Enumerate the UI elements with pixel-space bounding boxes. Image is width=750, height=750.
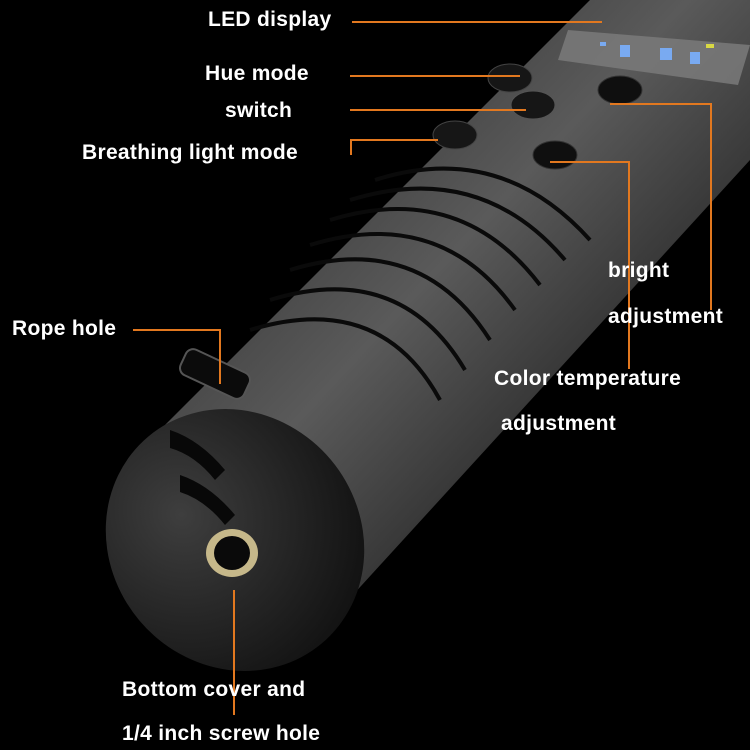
label-switch: switch	[225, 99, 293, 122]
leader-rope-hole-h	[133, 329, 221, 331]
leader-bright-h	[610, 103, 712, 105]
leader-switch	[350, 109, 526, 111]
label-bottom-line1: Bottom cover and	[122, 678, 306, 701]
leader-led-display	[352, 21, 602, 23]
label-bright-line2: adjustment	[608, 305, 724, 328]
label-bright-line1: bright	[608, 259, 670, 282]
label-rope-hole: Rope hole	[12, 317, 117, 340]
leader-color-temp-h	[550, 161, 630, 163]
label-breathing-light-mode: Breathing light mode	[82, 141, 298, 164]
label-color-temp-line2: adjustment	[501, 412, 617, 435]
label-color-temp-line1: Color temperature	[494, 367, 682, 390]
leader-color-temp-v	[628, 161, 630, 369]
label-hue-mode: Hue mode	[205, 62, 309, 85]
leader-bottom	[233, 590, 235, 715]
leader-hue-mode	[350, 75, 520, 77]
label-bottom-line2: 1/4 inch screw hole	[122, 722, 321, 745]
leader-rope-hole-v	[219, 329, 221, 384]
leader-breathing-v	[350, 139, 352, 155]
leader-bright-v	[710, 103, 712, 310]
label-led-display: LED display	[208, 8, 332, 31]
leader-breathing-h	[350, 139, 438, 141]
